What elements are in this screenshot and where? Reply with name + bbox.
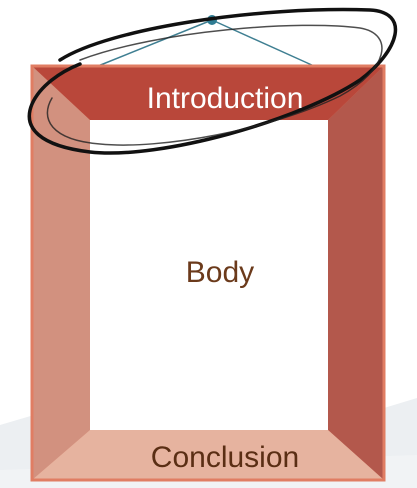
conclusion-label: Conclusion	[80, 437, 370, 479]
frame-right-side	[328, 66, 384, 480]
frame-left-side	[32, 66, 90, 480]
introduction-label: Introduction	[80, 78, 370, 120]
body-label: Body	[120, 252, 320, 294]
